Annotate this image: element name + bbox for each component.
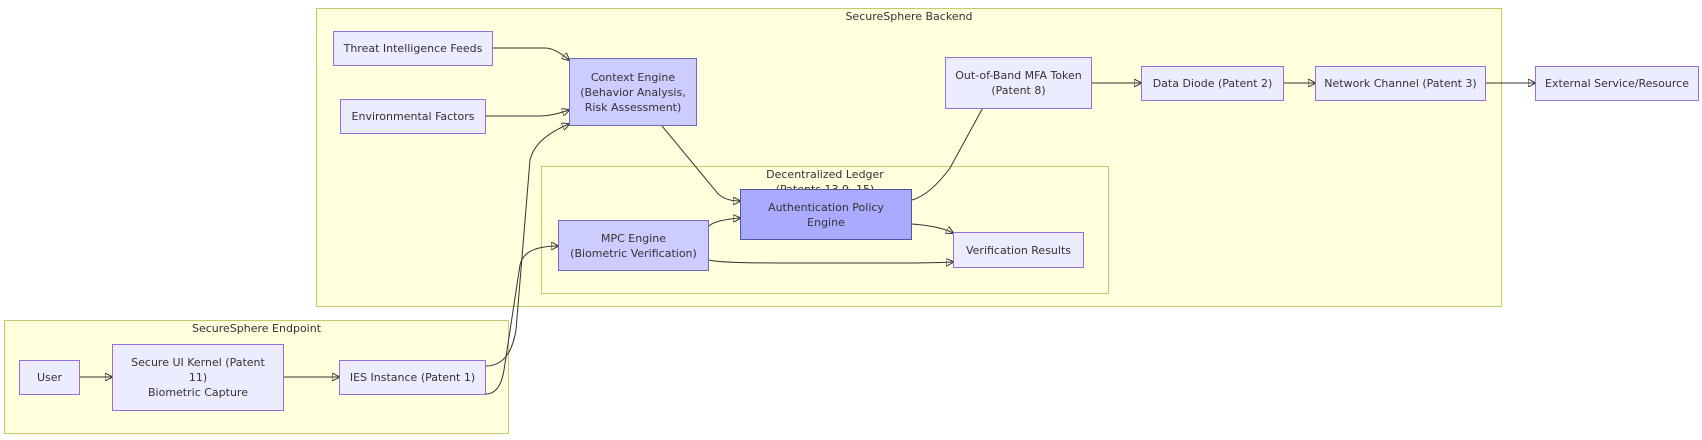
node-verification-results[interactable]: Verification Results <box>953 232 1084 268</box>
node-authentication-policy-engine[interactable]: Authentication Policy Engine <box>740 189 912 240</box>
node-label: Context Engine (Behavior Analysis, Risk … <box>580 70 686 114</box>
node-data-diode[interactable]: Data Diode (Patent 2) <box>1141 66 1284 101</box>
node-label: User <box>36 371 63 384</box>
node-ies-instance[interactable]: IES Instance (Patent 1) <box>339 360 486 395</box>
cluster-title-endpoint: SecureSphere Endpoint <box>191 322 322 335</box>
cluster-subtitle-ledger: (Patents 13.9, 15) <box>775 183 875 191</box>
node-label: Environmental Factors <box>351 110 475 123</box>
node-label: Secure UI Kernel (Patent 11) Biometric C… <box>131 356 265 399</box>
node-label: External Service/Resource <box>1545 77 1689 90</box>
node-label: Authentication Policy Engine <box>768 200 884 229</box>
node-label: Out-of-Band MFA Token (Patent 8) <box>955 69 1082 97</box>
cluster-title-backend: SecureSphere Backend <box>845 10 973 23</box>
cluster-title-ledger: Decentralized Ledger <box>766 168 884 181</box>
node-context-engine[interactable]: Context Engine (Behavior Analysis, Risk … <box>569 58 697 126</box>
node-user[interactable]: User <box>19 360 80 395</box>
node-label: IES Instance (Patent 1) <box>349 371 476 384</box>
node-environmental-factors[interactable]: Environmental Factors <box>340 99 486 134</box>
node-label: Threat Intelligence Feeds <box>343 42 483 55</box>
node-mpc-engine[interactable]: MPC Engine (Biometric Verification) <box>558 220 709 271</box>
node-external-service-resource[interactable]: External Service/Resource <box>1535 66 1699 101</box>
node-out-of-band-mfa-token[interactable]: Out-of-Band MFA Token (Patent 8) <box>945 57 1092 109</box>
node-label: Verification Results <box>965 243 1072 257</box>
node-label: Network Channel (Patent 3) <box>1324 77 1477 90</box>
node-secure-ui-kernel[interactable]: Secure UI Kernel (Patent 11) Biometric C… <box>112 344 284 411</box>
node-label: Data Diode (Patent 2) <box>1152 77 1273 90</box>
node-threat-intelligence-feeds[interactable]: Threat Intelligence Feeds <box>333 31 493 66</box>
node-network-channel[interactable]: Network Channel (Patent 3) <box>1315 66 1486 101</box>
node-label: MPC Engine (Biometric Verification) <box>570 231 697 260</box>
